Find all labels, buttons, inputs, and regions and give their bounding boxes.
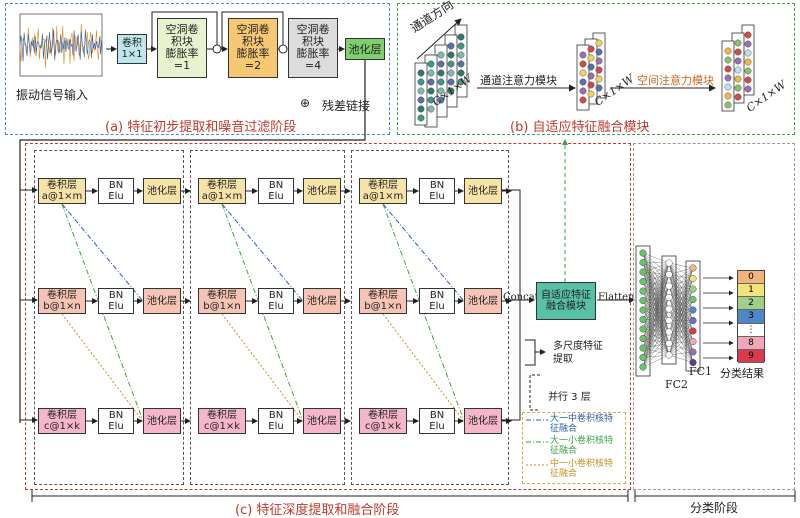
conv-1x1-block: 卷积 1×1 bbox=[117, 34, 147, 64]
dilated-block-1-label: 空洞卷 积块 膨胀率 =1 bbox=[165, 23, 199, 72]
conv-layer-r0-g2: 卷积层 a@1×m bbox=[359, 178, 407, 204]
bn-elu-r2-g0: BN Elu bbox=[98, 408, 134, 434]
stage-d-frame bbox=[633, 143, 795, 490]
legend-item-large-mid: 大一中卷积核特 征融合 bbox=[550, 414, 614, 434]
dilated-block-4-label: 空洞卷 积块 膨胀率 =4 bbox=[296, 23, 330, 72]
bn-elu-r0-g2: BN Elu bbox=[419, 178, 455, 204]
class-cell-4: ⋮ bbox=[738, 323, 764, 337]
pool-layer-r1-g2: 池化层 bbox=[464, 288, 502, 314]
group-frame-2 bbox=[190, 150, 345, 485]
fusion-module-block: 自适应特征 融合模块 bbox=[536, 282, 596, 320]
stage-c-caption: (c) 特征深度提取和融合阶段 bbox=[235, 503, 400, 518]
legend-line-samples bbox=[526, 419, 548, 466]
conv-layer-r0-g0: 卷积层 a@1×m bbox=[38, 178, 86, 204]
legend-item-mid-small: 中一小卷积核特 征融合 bbox=[550, 459, 614, 479]
vibration-signal-plot bbox=[14, 10, 106, 82]
group-frame-3 bbox=[351, 150, 509, 485]
stage-b-caption: (b) 自适应特征融合模块 bbox=[510, 120, 650, 135]
class-cell-5: 8 bbox=[738, 336, 764, 350]
channel-attention-label: 通道注意力模块 bbox=[480, 74, 557, 87]
dilated-block-4: 空洞卷 积块 膨胀率 =4 bbox=[288, 18, 338, 78]
fc2-label: FC2 bbox=[665, 378, 689, 391]
pool-block-a: 池化层 bbox=[345, 38, 385, 60]
residual-label: 残差链接 bbox=[322, 99, 371, 113]
fc1-label: FC1 bbox=[689, 365, 713, 378]
stage-b-frame bbox=[397, 3, 795, 135]
stage-d-caption: 分类阶段 bbox=[690, 501, 739, 515]
bn-elu-r1-g2: BN Elu bbox=[419, 288, 455, 314]
bn-elu-r1-g1: BN Elu bbox=[258, 288, 294, 314]
result-label: 分类结果 bbox=[720, 367, 764, 380]
bn-elu-r2-g2: BN Elu bbox=[419, 408, 455, 434]
class-cell-6: 9 bbox=[738, 349, 764, 363]
pool-layer-r2-g1: 池化层 bbox=[303, 408, 341, 434]
pool-layer-r0-g1: 池化层 bbox=[303, 178, 341, 204]
conv-layer-r1-g2: 卷积层 b@1×n bbox=[359, 288, 407, 314]
dilated-block-2: 空洞卷 积块 膨胀率 =2 bbox=[228, 18, 278, 78]
bn-elu-r0-g1: BN Elu bbox=[258, 178, 294, 204]
conv-layer-r0-g1: 卷积层 a@1×m bbox=[198, 178, 246, 204]
pool-a-label: 池化层 bbox=[348, 42, 382, 56]
conv-layer-r2-g2: 卷积层 c@1×k bbox=[359, 408, 407, 434]
fc-network bbox=[635, 245, 734, 377]
flatten-label: Flatten bbox=[598, 292, 635, 303]
pool-layer-r0-g0: 池化层 bbox=[143, 178, 181, 204]
group-frame-1 bbox=[34, 150, 184, 485]
stage-a-caption: (a) 特征初步提取和噪音过滤阶段 bbox=[105, 120, 297, 135]
class-cell-1: 1 bbox=[738, 284, 764, 298]
bn-elu-r1-g0: BN Elu bbox=[98, 288, 134, 314]
dilated-block-1: 空洞卷 积块 膨胀率 =1 bbox=[157, 18, 207, 78]
conv-layer-r2-g0: 卷积层 c@1×k bbox=[38, 408, 86, 434]
stage-a-frame bbox=[5, 3, 390, 135]
input-label: 振动信号输入 bbox=[16, 88, 89, 102]
bn-elu-r2-g1: BN Elu bbox=[258, 408, 294, 434]
bn-elu-r0-g0: BN Elu bbox=[98, 178, 134, 204]
pool-layer-r1-g0: 池化层 bbox=[143, 288, 181, 314]
conv-layer-r1-g1: 卷积层 b@1×n bbox=[198, 288, 246, 314]
pool-layer-r2-g2: 池化层 bbox=[464, 408, 502, 434]
class-cell-2: 2 bbox=[738, 297, 764, 311]
pool-layer-r0-g2: 池化层 bbox=[464, 178, 502, 204]
stage-c-frame bbox=[25, 143, 631, 490]
pool-layer-r1-g1: 池化层 bbox=[303, 288, 341, 314]
residual-symbol: ⊕ bbox=[300, 96, 311, 110]
class-cell-3: 3 bbox=[738, 310, 764, 324]
conv-1x1-label: 卷积 1×1 bbox=[121, 38, 143, 60]
parallel-label: 并行 3 层 bbox=[548, 392, 591, 403]
conv-layer-r1-g0: 卷积层 b@1×n bbox=[38, 288, 86, 314]
pool-layer-r2-g0: 池化层 bbox=[143, 408, 181, 434]
spatial-attention-label: 空间注意力模块 bbox=[637, 74, 714, 87]
stage-a-connectors bbox=[106, 11, 345, 54]
concat-label: Concat bbox=[503, 292, 539, 303]
legend-item-large-small: 大一小卷积核特 征融合 bbox=[550, 436, 614, 456]
class-cell-0: 0 bbox=[738, 271, 764, 285]
fusion-module-label: 自适应特征 融合模块 bbox=[541, 290, 591, 312]
conv-layer-r2-g1: 卷积层 c@1×k bbox=[198, 408, 246, 434]
multi-scale-label: 多尺度特征 提取 bbox=[553, 341, 603, 365]
dilated-block-2-label: 空洞卷 积块 膨胀率 =2 bbox=[236, 23, 270, 72]
legend-frame bbox=[522, 412, 626, 484]
attention-diagram bbox=[414, 18, 755, 128]
